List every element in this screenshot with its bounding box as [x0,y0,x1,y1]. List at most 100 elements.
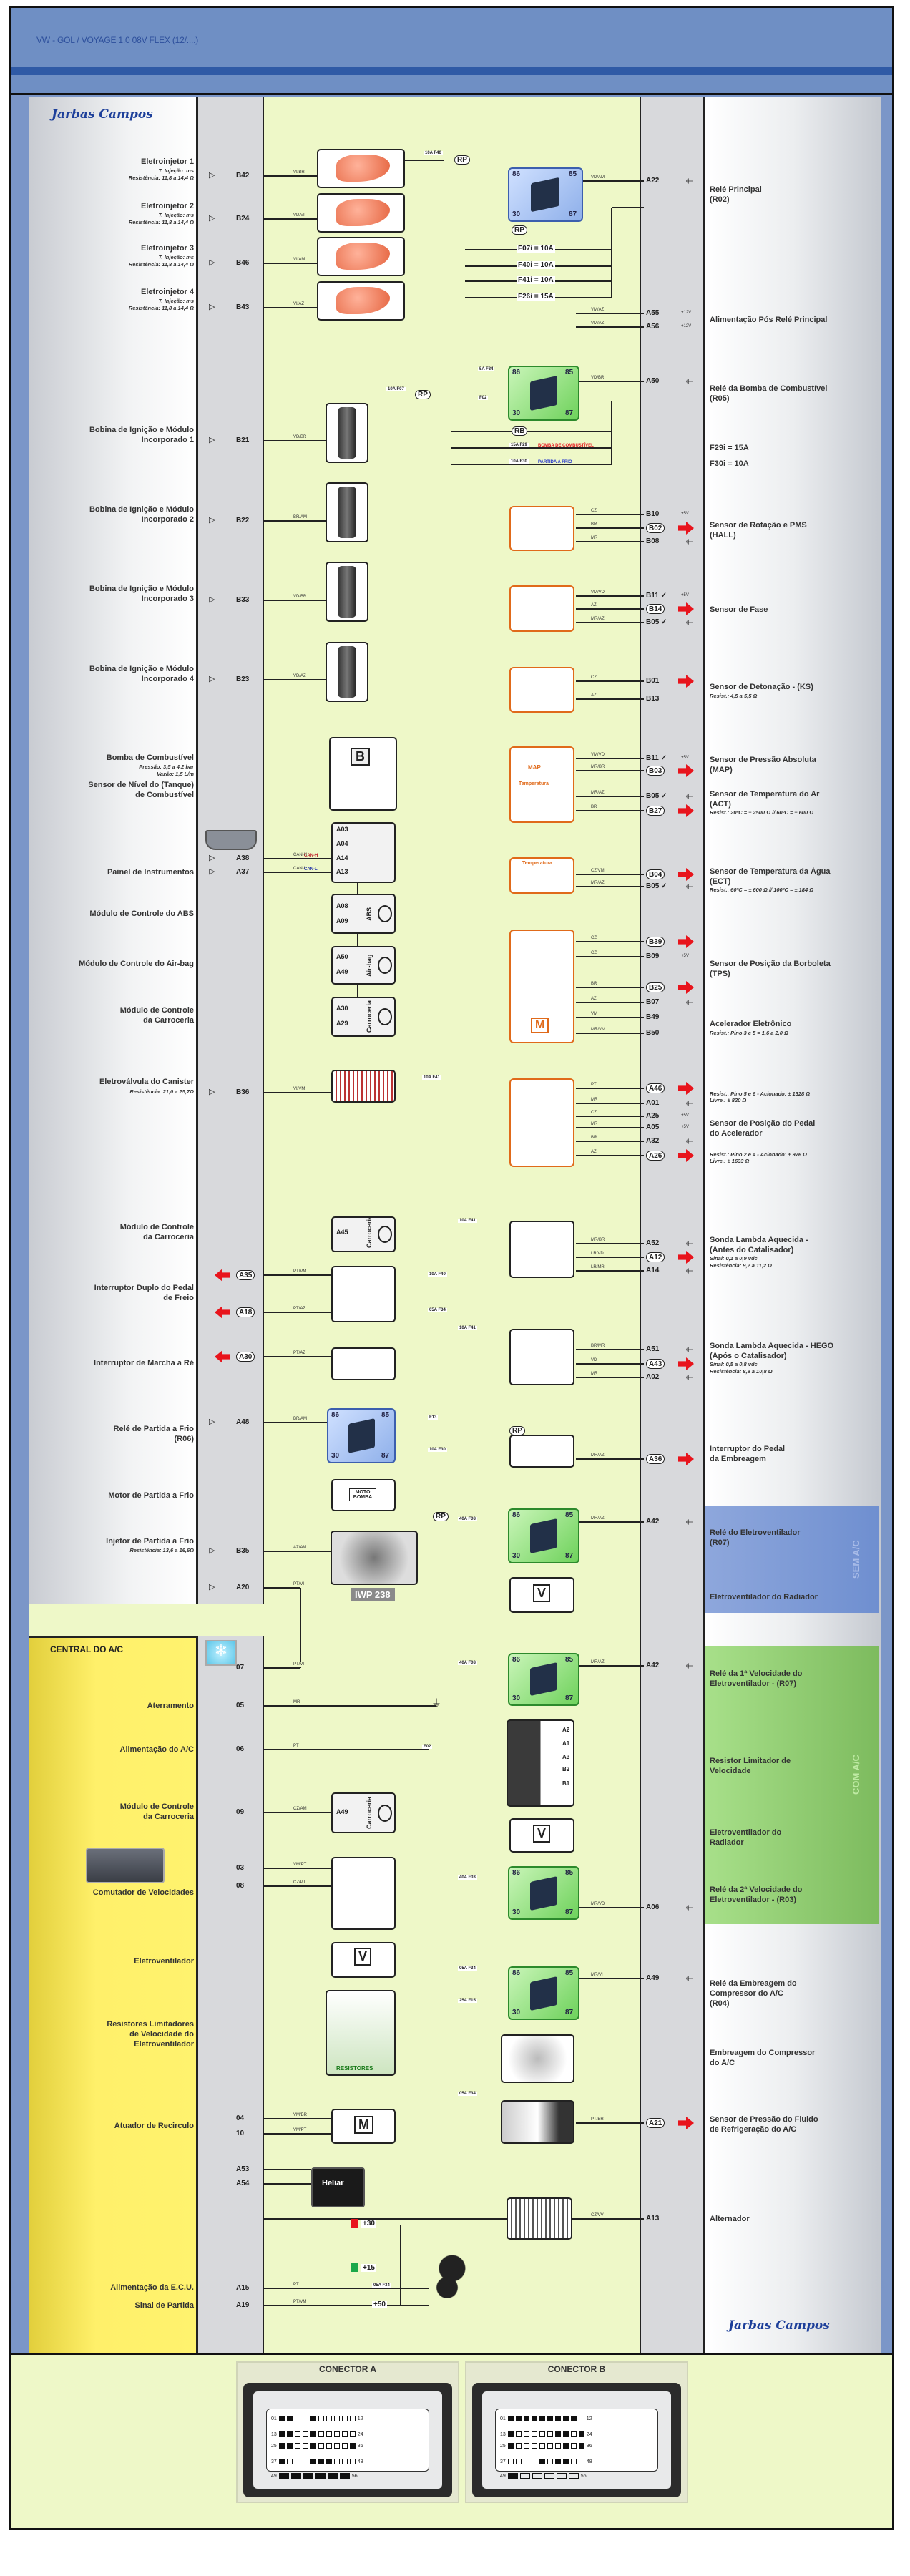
relay-pin-label: 85 [569,170,577,178]
fan-motor-icon: V [354,1948,372,1966]
supply-12v: +12V [681,324,692,328]
component-label: Relé do Eletroventilador (R07) [710,1528,801,1547]
alternator [507,2197,572,2240]
connector-pin [531,2416,537,2421]
pin-B04: B04 [646,869,665,879]
ground-icon: ⏚ [684,1373,693,1382]
component-label: F29i = 15A [710,444,749,452]
wire-code: VI/AZ [293,302,305,306]
connector-pin [294,2459,300,2464]
pin-A18: A18 [236,1307,255,1317]
component-label: Interruptor de Marcha a Ré [94,1359,194,1367]
relay-pin-label: 86 [512,1869,521,1877]
pin-B14: B14 [646,604,665,614]
relay-icon [529,1976,558,2011]
connector-pin [318,2416,324,2421]
wire-code: AZ [591,997,597,1001]
connector-pin [531,2443,537,2449]
connector-pin [519,2473,530,2479]
ground-icon: ⏚ [684,618,693,627]
connector-pin [556,2473,567,2479]
fuse-f34: 5A F34 [478,367,495,371]
component-label: Resistência: 11,8 a 14,4 Ω [128,305,194,311]
wire-code: CZ/VV [591,2213,604,2218]
ac-compressor-clutch [501,2034,574,2083]
pin-number: 56 [580,2473,587,2479]
pin-B23: B23 [236,675,250,683]
input-arrow-icon: ▷ [209,854,215,862]
input-arrow-icon: ▷ [209,1088,215,1096]
connector-pin [554,2431,561,2437]
pin-B05: B05 ✓ [646,882,667,890]
pin-A49: A49 [646,1974,660,1982]
com-ac-panel: COM A/C [705,1646,879,1924]
component-label: T. Injeção: ms [158,212,194,218]
module-pin: A14 [336,854,348,862]
pin-number: 49 [500,2473,506,2479]
connector-pin [286,2416,293,2421]
connector-pin [539,2459,545,2464]
wire-code: PT/BR [591,2117,604,2122]
component-label: Bomba de Combustível [106,753,194,762]
component-label: Eletroinjetor 2 [141,202,194,210]
connector-pin [523,2459,529,2464]
component-label: Relé da Bomba de Combustível (R05) [710,384,828,403]
module-pin: A03 [336,826,348,833]
pin-number: 01 [271,2416,277,2421]
connector-pin [318,2431,324,2437]
relay-pin-label: 85 [565,1656,574,1664]
connector-pin [278,2459,285,2464]
component-label: Resistência: 11,8 a 14,4 Ω [128,175,194,181]
connector-pin [570,2416,577,2421]
connector-pin [278,2431,285,2437]
wire-code: VD/AM [591,175,605,180]
connector-pin [544,2473,554,2479]
module-pin: A30 [336,1005,348,1012]
component-label: Alternador [710,2215,750,2223]
wire-code: AZ [591,603,597,608]
component-label: Sensor de Detonação - (KS) [710,683,813,691]
component-label: Resistência: 9,2 a 11,2 Ω [710,1262,773,1269]
pin-B02: B02 [646,523,665,533]
supply-5v: +5V [681,756,689,760]
map-act-sensor [509,746,574,823]
connector-pin [562,2443,569,2449]
wire-code: BR/MR [591,1344,605,1348]
wire-code: MR/AZ [591,1660,605,1664]
connector-pin [532,2473,542,2479]
wire-code: PT/VM [293,1269,307,1274]
pin-B03: B03 [646,766,665,776]
pin-B33: B33 [236,596,250,604]
connector-pin [310,2416,316,2421]
wire-code: BR [591,522,597,527]
component-label: Sinal de Partida [134,2301,194,2310]
connector-pin [318,2459,324,2464]
pin-A52: A52 [646,1239,660,1247]
component-label: Resistência: 13,6 a 16,6Ω [129,1547,194,1553]
connector-pin [333,2459,340,2464]
connector-pin [341,2431,348,2437]
fuse-f41: 10A F41 [422,1075,441,1080]
wire-code: MR/AZ [591,1516,605,1521]
pin-A01: A01 [646,1099,660,1107]
fuse-f34: 05A F34 [458,2092,477,2096]
coil-icon [338,407,356,459]
relay-pin-label: 87 [569,210,577,218]
wire-code: VI/BR [293,170,305,175]
pin-B13: B13 [646,695,660,703]
module-pin: A49 [336,1808,348,1815]
wire-code: PT/AZ [293,1351,306,1355]
connector-pin [302,2459,308,2464]
header: VW - GOL / VOYAGE 1.0 08V FLEX (12/....) [11,8,892,95]
connector-pin [286,2431,293,2437]
pin-B46: B46 [236,259,250,267]
pin-number: 56 [351,2473,358,2479]
component-label: Interruptor Duplo do Pedal de Freio [94,1284,194,1302]
connector-pin [562,2459,569,2464]
connector-pin [507,2416,514,2421]
connector-pin [333,2431,340,2437]
